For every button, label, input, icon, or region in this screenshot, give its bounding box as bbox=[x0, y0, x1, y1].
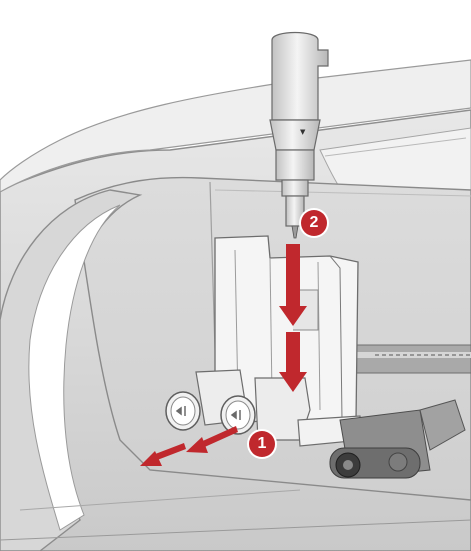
guide-rail bbox=[354, 344, 471, 374]
push-down-arrows bbox=[279, 244, 307, 392]
cutter-tool-icon: ▼ bbox=[269, 31, 329, 239]
release-knob-icon bbox=[165, 391, 256, 435]
pull-out-arrows bbox=[140, 426, 238, 466]
step-badge-1: 1 bbox=[249, 431, 275, 457]
step-arrows bbox=[140, 244, 307, 466]
tool-holder bbox=[195, 235, 466, 479]
step-badge-2: 2 bbox=[301, 210, 327, 236]
cutter-marker: ▼ bbox=[300, 128, 306, 136]
machine-side-frame bbox=[0, 189, 471, 551]
